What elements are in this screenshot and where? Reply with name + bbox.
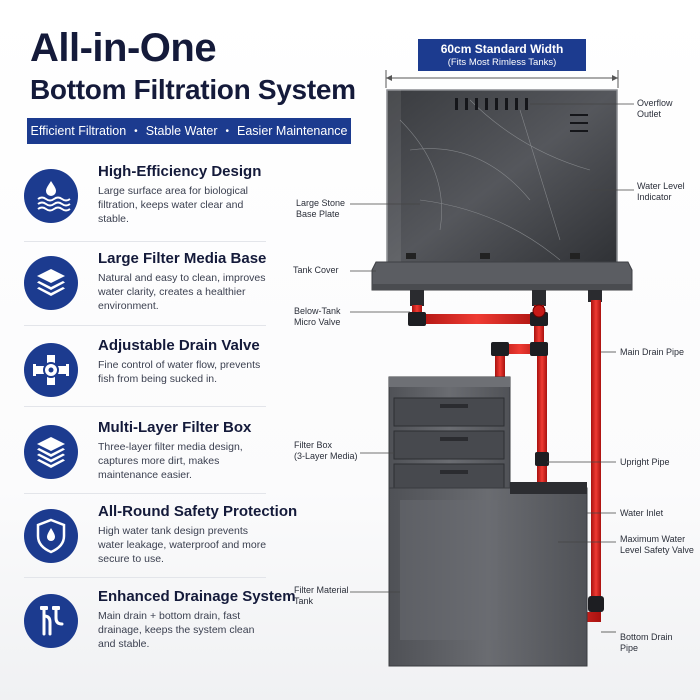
feature-title: Large Filter Media Base: [98, 250, 267, 267]
feature-high-efficiency: High-Efficiency Design Large surface are…: [24, 163, 266, 233]
divider: [24, 406, 266, 407]
page-subtitle: Bottom Filtration System: [30, 74, 356, 105]
pipe-icon: [24, 594, 78, 648]
banner-item: Stable Water: [145, 124, 218, 138]
feature-title: High-Efficiency Design: [98, 163, 262, 180]
micro-valve: [532, 304, 546, 318]
bullet-icon: •: [134, 125, 138, 137]
feature-desc: Large surface area for biological filtra…: [98, 185, 249, 225]
banner-item: Easier Maintenance: [237, 124, 348, 138]
width-subtitle: (Fits Most Rimless Tanks): [447, 57, 557, 68]
width-badge: 60cm Standard Width (Fits Most Rimless T…: [418, 39, 586, 71]
water-drop-waves-icon: [24, 169, 78, 223]
label-water-inlet: Water Inlet: [620, 508, 664, 518]
bullet-icon: •: [225, 125, 229, 137]
benefits-banner: Efficient Filtration • Stable Water • Ea…: [27, 118, 351, 144]
stacked-layers-icon: [24, 425, 78, 479]
label-filter-box: Filter Box(3-Layer Media): [294, 440, 358, 461]
feature-desc: Fine control of water flow, prevents fis…: [98, 359, 261, 385]
feature-safety: All-Round Safety Protection High water t…: [24, 503, 297, 573]
label-tank-cover: Tank Cover: [293, 265, 339, 275]
aquarium-tank: [386, 89, 618, 269]
overflow-outlet: [455, 98, 528, 110]
feature-desc: High water tank design prevents water le…: [98, 525, 267, 565]
page-title: All-in-One: [30, 26, 217, 70]
feature-desc: Main drain + bottom drain, fast drainage…: [98, 610, 255, 650]
feature-title: Enhanced Drainage System: [98, 588, 296, 605]
feature-drainage: Enhanced Drainage System Main drain + bo…: [24, 588, 296, 658]
label-main-drain-pipe: Main Drain Pipe: [620, 347, 685, 357]
feature-filter-media-base: Large Filter Media Base Natural and easy…: [24, 250, 266, 320]
label-upright-pipe: Upright Pipe: [620, 457, 670, 467]
water-level-indicator: [570, 114, 588, 132]
banner-item: Efficient Filtration: [30, 124, 127, 138]
divider: [24, 493, 266, 494]
layers-icon: [24, 256, 78, 310]
feature-title: Multi-Layer Filter Box: [98, 419, 252, 436]
feature-title: All-Round Safety Protection: [98, 503, 298, 520]
width-title: 60cm Standard Width: [440, 42, 564, 56]
divider: [24, 325, 266, 326]
divider: [24, 577, 266, 578]
valve-icon: [24, 343, 78, 397]
feature-title: Adjustable Drain Valve: [98, 337, 260, 354]
feature-drain-valve: Adjustable Drain Valve Fine control of w…: [24, 337, 266, 407]
feature-desc: Three-layer filter media design, capture…: [98, 441, 243, 481]
filter-drawer: [393, 397, 505, 493]
feature-desc: Natural and easy to clean, improves wate…: [98, 272, 266, 312]
divider: [24, 241, 266, 242]
shield-drop-icon: [24, 509, 78, 563]
feature-filter-box: Multi-Layer Filter Box Three-layer filte…: [24, 419, 266, 489]
